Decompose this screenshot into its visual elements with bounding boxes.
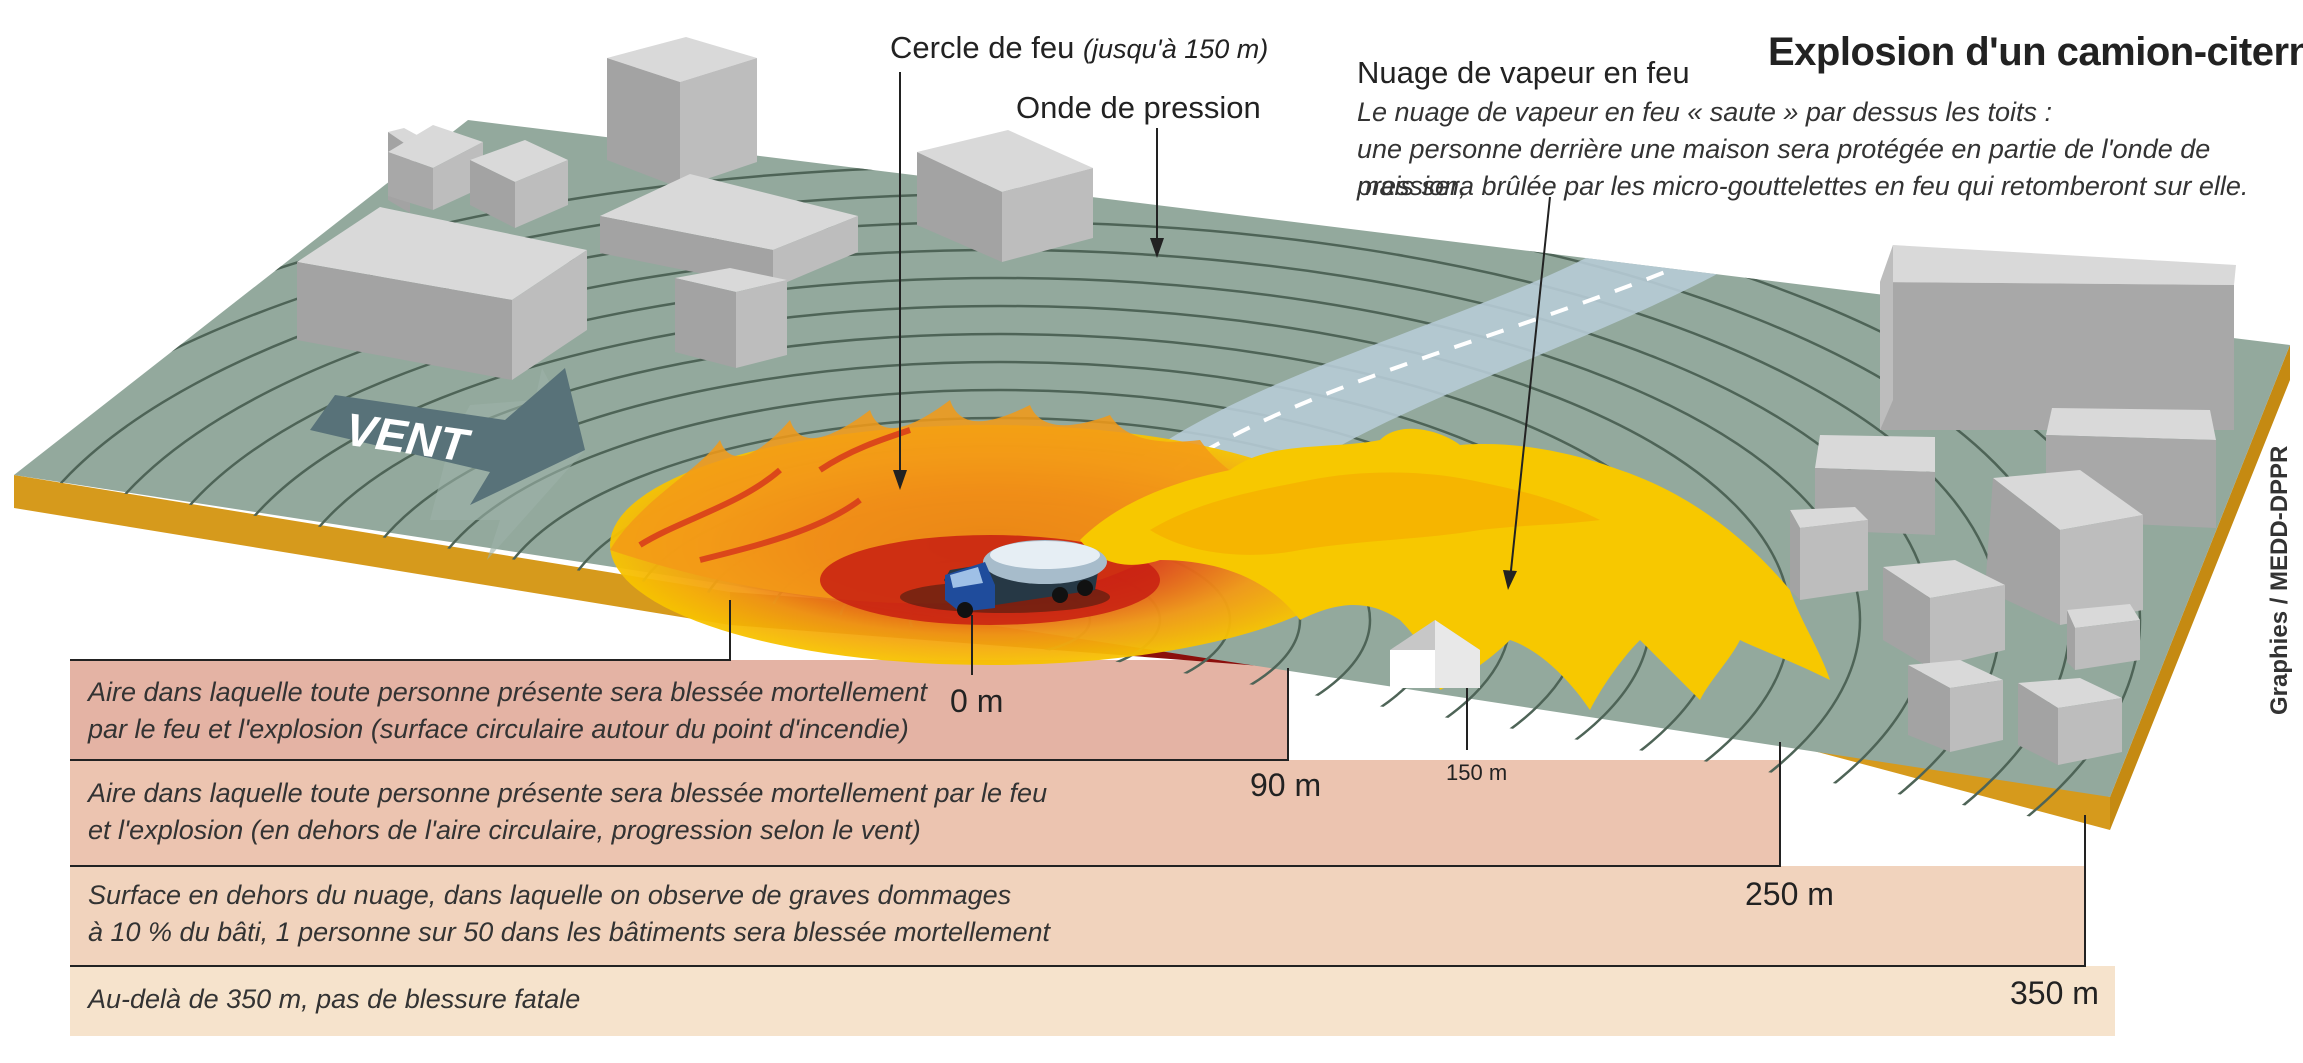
diagram-title: Explosion d'un camion-citerne [1768, 30, 2303, 74]
building [1908, 660, 2003, 752]
building [1790, 507, 1868, 600]
vapor-cloud-desc-2: une personne derrière une maison sera pr… [1357, 134, 2211, 201]
zone-2-line-2: et l'explosion (en dehors de l'aire circ… [88, 815, 921, 845]
zone-band-4 [70, 966, 2115, 1036]
building [1880, 245, 2236, 430]
road [1125, 240, 1760, 490]
leader-lines [70, 72, 2086, 967]
building [297, 207, 587, 380]
distance-fire-limit: 150 m [1446, 760, 1508, 785]
zone-bands [70, 660, 2115, 1036]
building [2018, 678, 2122, 765]
zone-1-line-2: par le feu et l'explosion (surface circu… [88, 714, 909, 744]
house [1390, 620, 1480, 688]
zone-1-line-1: Aire dans laquelle toute personne présen… [88, 677, 928, 707]
buildings-left [297, 37, 1093, 380]
tanker-truck-icon [900, 540, 1110, 618]
building [1883, 560, 2005, 668]
ground-edge-left [14, 475, 730, 625]
building [675, 268, 787, 368]
fire-circle-range: (jusqu'à 150 m) [1083, 34, 1269, 64]
building [917, 130, 1093, 262]
distance-zone-1: 90 m [1250, 767, 1322, 803]
building [2067, 604, 2140, 670]
vapor-cloud-title: Nuage de vapeur en feu [1357, 55, 1690, 90]
zone-band-2 [70, 760, 1780, 866]
building [607, 37, 757, 188]
building [470, 140, 568, 228]
building [388, 125, 483, 213]
buildings-right [1790, 245, 2236, 765]
zone-band-3 [70, 866, 2085, 966]
distance-zone-3: 350 m [2010, 975, 2099, 1011]
credit: Graphies / MEDD-DPPR [2266, 445, 2293, 715]
vapor-cloud-desc-3: mais sera brûlée par les micro-gouttelet… [1357, 171, 2249, 201]
vapor-cloud-desc-1: Le nuage de vapeur en feu « saute » par … [1357, 97, 2052, 127]
zone-4-line-1: Au-delà de 350 m, pas de blessure fatale [88, 984, 581, 1014]
zone-3-line-2: à 10 % du bâti, 1 personne sur 50 dans l… [88, 917, 1051, 947]
distance-origin: 0 m [950, 683, 1004, 719]
pressure-wave-label: Onde de pression [1016, 90, 1261, 125]
zone-band-1 [70, 660, 1288, 760]
distance-zone-2: 250 m [1745, 876, 1834, 912]
zone-2-line-1: Aire dans laquelle toute personne présen… [88, 778, 1048, 808]
fire-circle-label: Cercle de feu (jusqu'à 150 m) [890, 30, 1268, 66]
vapor-cloud-flame [1080, 428, 1830, 710]
zone-3-line-1: Surface en dehors du nuage, dans laquell… [88, 880, 1012, 910]
wind-arrow: VENT [310, 368, 585, 560]
fire-circle-label-text: Cercle de feu [890, 30, 1075, 65]
ground-edge-side [2110, 345, 2290, 830]
